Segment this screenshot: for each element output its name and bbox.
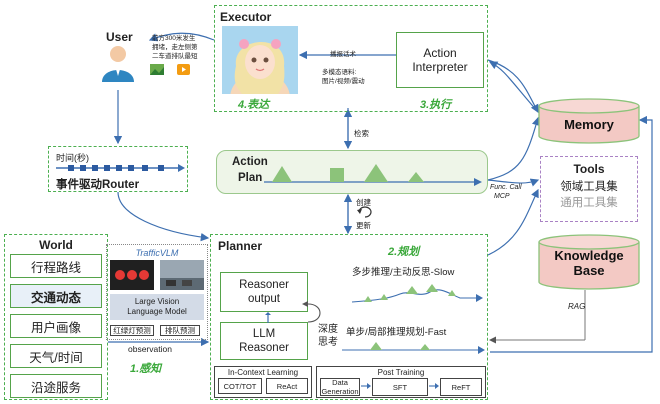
icl-cot: COT/TOT [218,378,262,394]
deep-think-line2: 思考 [318,337,338,348]
fast-label: 单步/局部推理规划-Fast [346,327,447,338]
post-data-line1: Data [332,378,348,387]
llm-reasoner-box: LLM Reasoner [220,322,308,360]
label-tts: 播报话术 [330,51,356,58]
update-label: 更新 [356,221,371,230]
func-call-line2: MCP [494,193,510,200]
arrow-llm-to-output [265,312,271,323]
arrow-executor-to-user [148,32,215,42]
icl-react: ReAct [266,378,308,394]
stage-express: 4.表达 [238,99,270,111]
memory-label: Memory [564,117,614,132]
post-sft: SFT [372,378,428,396]
arrow-sft-to-reft [429,383,439,389]
video-icon [177,64,190,75]
observation-label: observation [128,344,172,354]
icl-panel [214,366,312,398]
tools-panel [540,156,638,222]
deep-think-loop [302,301,321,323]
world-item-traffic: 交通动态 [10,284,102,308]
tag-traffic-light: 红绿灯预测 [110,325,154,336]
action-plan-title-line2: Plan [238,172,263,184]
arrow-loop-right [490,115,653,353]
router-title: 事件驱动Router [56,179,140,191]
traffic-vlm-panel [106,244,208,340]
user-message-line1: 前方300米发生 [152,35,196,42]
action-plan-title-line1: Action [232,156,268,168]
action-interpreter-line1: Action [423,46,457,60]
stage-plan: 2.规划 [388,246,420,258]
router-time-label: 时间(秒) [56,153,89,163]
user-message-line2: 拥堵，走左侧第 [152,44,198,51]
create-label: 创建 [356,198,371,207]
action-plan-steps [264,164,482,186]
executor-title: Executor [220,10,272,24]
tools-title: Tools [573,162,605,176]
router-panel [48,146,188,192]
planner-title: Planner [218,239,263,253]
knowledge-base-cylinder [538,234,640,290]
memory-cylinder [538,98,640,144]
world-panel [4,234,108,400]
reasoner-output-line1: Reasoner [239,279,289,291]
world-item-user-profile: 用户画像 [10,314,102,338]
slow-label: 多步推理/主动反思-Slow [352,267,455,278]
action-plan-bar [216,150,488,194]
reasoner-output-box: Reasoner output [220,272,308,312]
deep-think-line1: 深度 [318,324,338,335]
user-message-line3: 二车道排队最短 [152,53,198,60]
stage-perceive: 1.感知 [130,363,162,375]
avatar-image [222,26,298,94]
post-training-panel [316,366,486,398]
tools-domain: 领域工具集 [560,181,618,193]
kb-label-line1: Knowledge [554,248,624,263]
arrow-router-to-planner [117,191,210,242]
rag-label: RAG [568,302,586,311]
llm-reasoner-line2: Reasoner [239,342,289,354]
lvlm-box: Large Vision Language Model [110,294,204,320]
lvlm-line1: Large Vision [134,297,180,306]
kb-label-line2: Base [573,263,605,278]
label-multimodal-line2: 图片/视频/震动 [322,78,365,85]
event-timeline [56,164,185,172]
executor-panel [214,5,488,112]
post-data-generation: Data Generation [320,378,360,396]
arrow-data-to-sft [361,383,371,389]
fast-path [342,342,485,354]
action-interpreter-line2: Interpreter [412,60,468,74]
traffic-vlm-title: TrafficVLM [135,248,179,258]
llm-reasoner-line1: LLM [252,328,276,340]
post-data-line2: Generation [321,387,359,396]
planner-panel [210,234,488,400]
slow-path [351,284,483,303]
refresh-icon [357,206,372,218]
action-interpreter-box: Action Interpreter [396,32,484,88]
traffic-images [110,260,204,290]
tools-general: 通用工具集 [560,197,618,209]
user-icon [102,46,134,82]
world-item-route: 行程路线 [10,254,102,278]
world-item-weather-time: 天气/时间 [10,344,102,368]
icl-title: In-Context Learning [227,368,299,377]
world-item-services: 沿途服务 [10,374,102,398]
arrow-planner-tools [487,188,539,256]
world-title: World [39,238,73,252]
post-training-title: Post Training [377,368,425,377]
image-icon [150,64,164,75]
lvlm-line2: Language Model [127,307,187,316]
retrieve-label: 检索 [354,129,369,138]
tag-queue: 排队预测 [160,325,200,336]
reasoner-output-line2: output [248,293,280,305]
post-reft: ReFT [440,378,482,396]
arrow-plan-to-tools [487,116,541,181]
user-title: User [106,30,133,44]
func-call-line1: Func. Call [490,184,522,191]
stage-execute: 3.执行 [420,99,452,111]
label-multimodal-line1: 多模态语料: [322,69,357,76]
